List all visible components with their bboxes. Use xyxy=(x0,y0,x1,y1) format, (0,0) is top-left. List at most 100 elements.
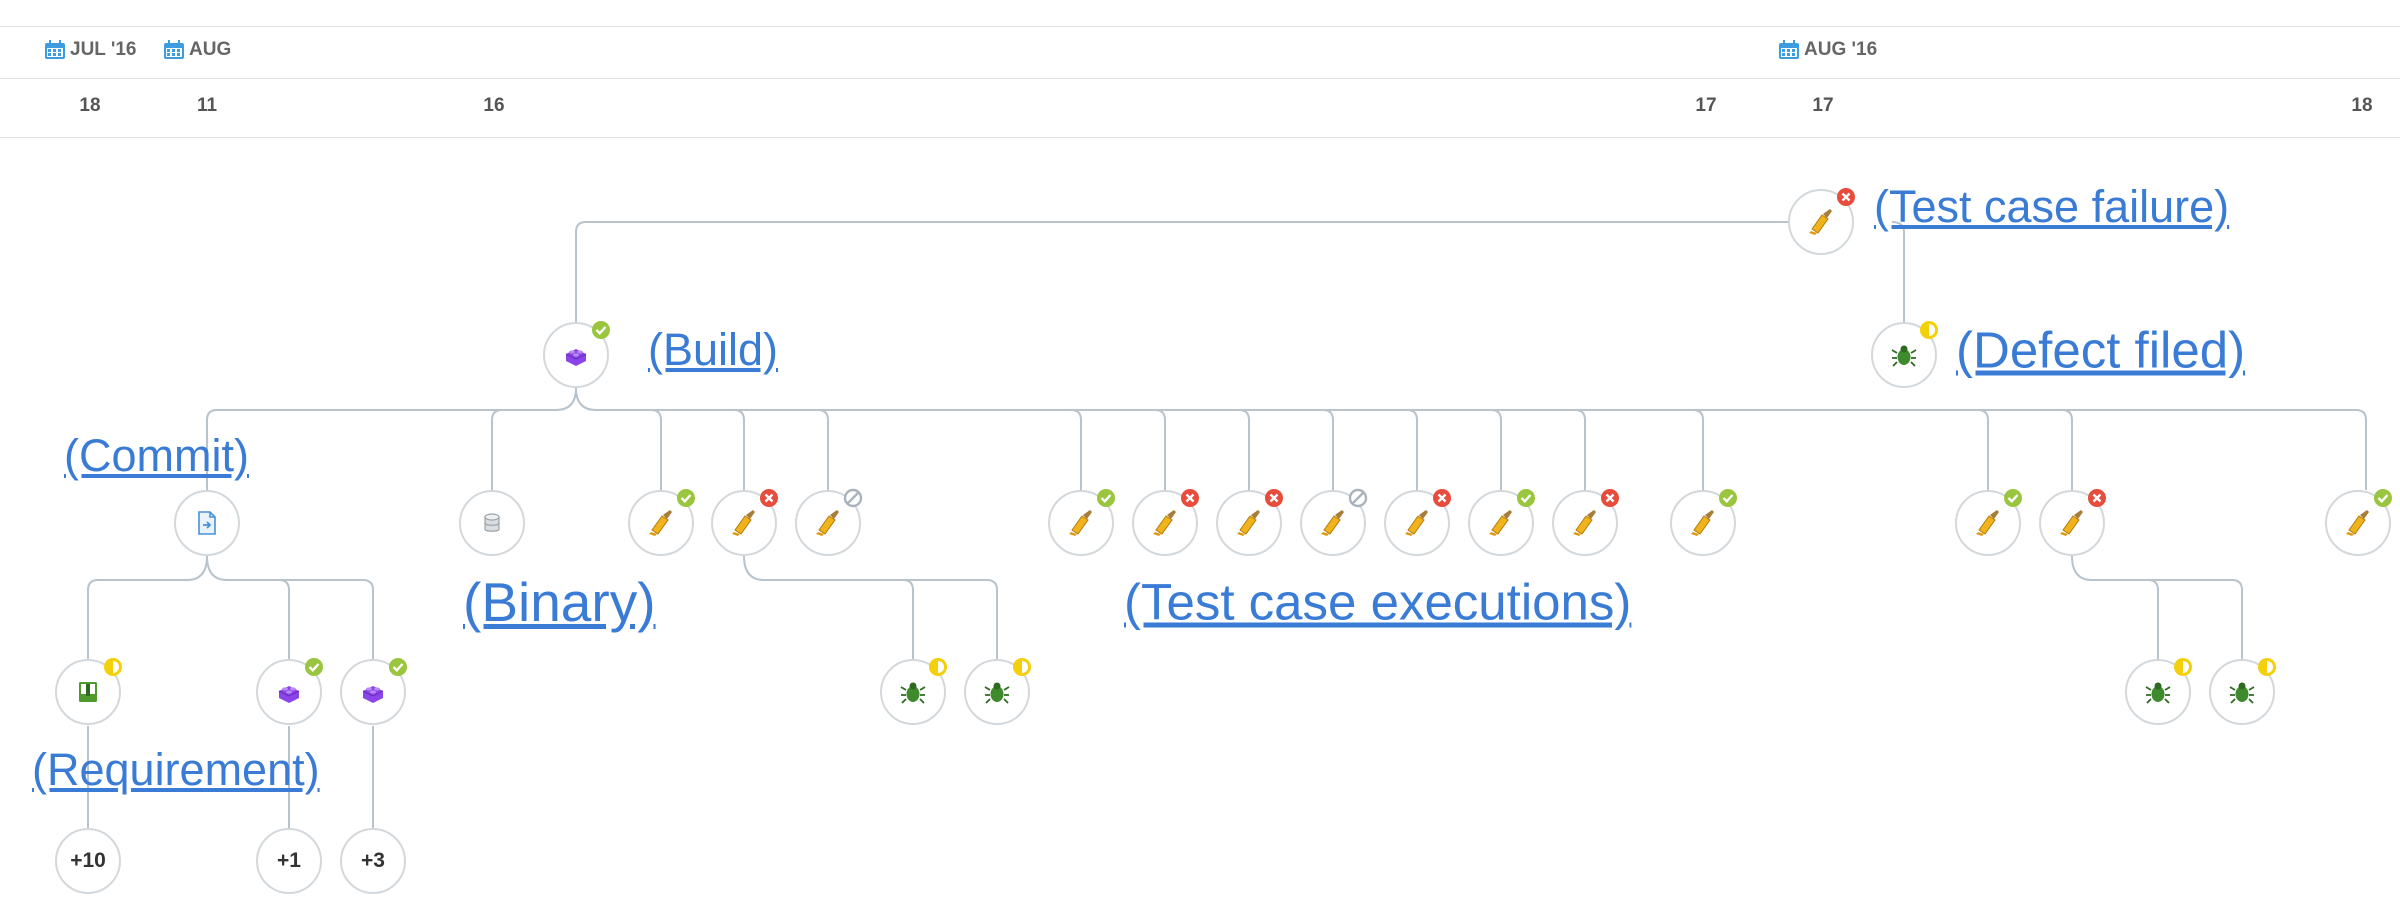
bug-icon xyxy=(984,682,1010,704)
broom-icon xyxy=(1404,510,1429,536)
lego-block-icon xyxy=(278,686,300,703)
passed-status-icon xyxy=(388,657,408,677)
skipped-status-icon xyxy=(843,488,863,508)
defect-node[interactable] xyxy=(1871,320,1939,388)
test-execution-node[interactable] xyxy=(1132,488,1200,556)
month-label: AUG '16 xyxy=(1804,39,1878,60)
counter-label: +1 xyxy=(277,849,301,872)
pending-status-icon xyxy=(2173,657,2193,677)
passed-status-icon xyxy=(1718,488,1738,508)
broom-icon xyxy=(1152,510,1177,536)
passed-status-icon xyxy=(676,488,696,508)
lego-block-icon xyxy=(362,686,384,703)
test-execution-node[interactable] xyxy=(1670,488,1738,556)
day-tick: 17 xyxy=(1812,95,1834,116)
test-execution-node[interactable] xyxy=(1955,488,2023,556)
bug-icon xyxy=(2145,682,2171,704)
counter-label: +3 xyxy=(361,849,385,872)
calendar-icon xyxy=(1779,40,1799,59)
month-aug-16[interactable]: AUG '16 xyxy=(1778,38,1877,62)
pending-status-icon xyxy=(103,657,123,677)
month-label: AUG xyxy=(189,39,232,60)
failed-status-icon xyxy=(759,488,779,508)
calendar-icon xyxy=(45,40,65,59)
annotation-commit[interactable]: (Commit) xyxy=(64,430,249,481)
calendar-icon xyxy=(164,40,184,59)
passed-status-icon xyxy=(2373,488,2393,508)
broom-icon xyxy=(1488,510,1513,536)
test-execution-node[interactable] xyxy=(628,488,696,556)
day-tick: 16 xyxy=(483,95,505,116)
lego-block-icon xyxy=(565,349,587,366)
skipped-status-icon xyxy=(1348,488,1368,508)
broom-icon xyxy=(1236,510,1261,536)
annotation-build[interactable]: (Build) xyxy=(648,324,779,375)
broom-icon xyxy=(2345,510,2370,536)
passed-status-icon xyxy=(1516,488,1536,508)
test-execution-node[interactable] xyxy=(1216,488,1284,556)
annotation-test-case-executions[interactable]: (Test case executions) xyxy=(1124,573,1632,631)
broom-icon xyxy=(1320,510,1345,536)
timeline-bottom-border xyxy=(0,137,2400,138)
test-execution-node[interactable] xyxy=(1468,488,1536,556)
failed-status-icon xyxy=(1432,488,1452,508)
annotation-defect-filed[interactable]: (Defect filed) xyxy=(1956,321,2246,379)
failed-status-icon xyxy=(2087,488,2107,508)
test-execution-node[interactable] xyxy=(2039,488,2107,556)
month-label: JUL '16 xyxy=(70,39,137,60)
broom-icon xyxy=(1068,510,1093,536)
test-execution-node[interactable] xyxy=(795,488,863,556)
pending-status-icon xyxy=(1919,320,1939,340)
day-tick: 18 xyxy=(79,95,101,116)
month-aug[interactable]: AUG xyxy=(163,38,231,62)
test-execution-node[interactable] xyxy=(1300,488,1368,556)
annotation-binary[interactable]: (Binary) xyxy=(463,571,656,633)
build-node[interactable] xyxy=(543,320,611,388)
annotation-requirement[interactable]: (Requirement) xyxy=(32,744,320,795)
requirement-node[interactable] xyxy=(55,657,123,725)
passed-status-icon xyxy=(1096,488,1116,508)
binary-node[interactable] xyxy=(459,490,525,556)
defect-node[interactable] xyxy=(2209,657,2277,725)
defect-node[interactable] xyxy=(2125,657,2193,725)
passed-status-icon xyxy=(2003,488,2023,508)
commit-node[interactable] xyxy=(174,490,240,556)
commit-document-icon xyxy=(198,511,216,535)
bug-icon xyxy=(1891,345,1917,367)
annotation-test-case-failure[interactable]: (Test case failure) xyxy=(1874,181,2230,232)
timeline-top-border xyxy=(0,26,2400,27)
pending-status-icon xyxy=(2257,657,2277,677)
build-node[interactable] xyxy=(340,657,408,725)
broom-icon xyxy=(1690,510,1715,536)
failed-status-icon xyxy=(1264,488,1284,508)
timeline-divider xyxy=(0,78,2400,79)
defect-node[interactable] xyxy=(964,658,1031,725)
failed-status-icon xyxy=(1180,488,1200,508)
more-items-counter[interactable]: +10 xyxy=(55,828,121,894)
more-items-counter[interactable]: +3 xyxy=(340,828,406,894)
broom-icon xyxy=(1975,510,2000,536)
broom-icon xyxy=(731,510,756,536)
day-tick: 17 xyxy=(1695,95,1717,116)
passed-status-icon xyxy=(304,657,324,677)
defect-node[interactable] xyxy=(880,657,948,725)
test-execution-node[interactable] xyxy=(1552,489,1619,556)
test-execution-node[interactable] xyxy=(1048,488,1116,556)
month-jul-16[interactable]: JUL '16 xyxy=(44,38,136,62)
passed-status-icon xyxy=(591,320,611,340)
bug-icon xyxy=(900,682,926,704)
failed-status-icon xyxy=(1836,187,1856,207)
test-execution-node[interactable] xyxy=(2325,488,2393,556)
test-execution-node[interactable] xyxy=(711,488,779,556)
day-tick: 11 xyxy=(196,95,218,116)
broom-icon xyxy=(2059,510,2084,536)
counter-label: +10 xyxy=(70,849,106,872)
test-case-failure-node[interactable] xyxy=(1788,187,1856,255)
build-node[interactable] xyxy=(256,657,324,725)
broom-icon xyxy=(648,510,673,536)
more-items-counter[interactable]: +1 xyxy=(256,828,322,894)
pending-status-icon xyxy=(928,657,948,677)
requirement-book-icon xyxy=(79,682,97,702)
test-execution-node[interactable] xyxy=(1384,488,1452,556)
broom-icon xyxy=(815,510,840,536)
